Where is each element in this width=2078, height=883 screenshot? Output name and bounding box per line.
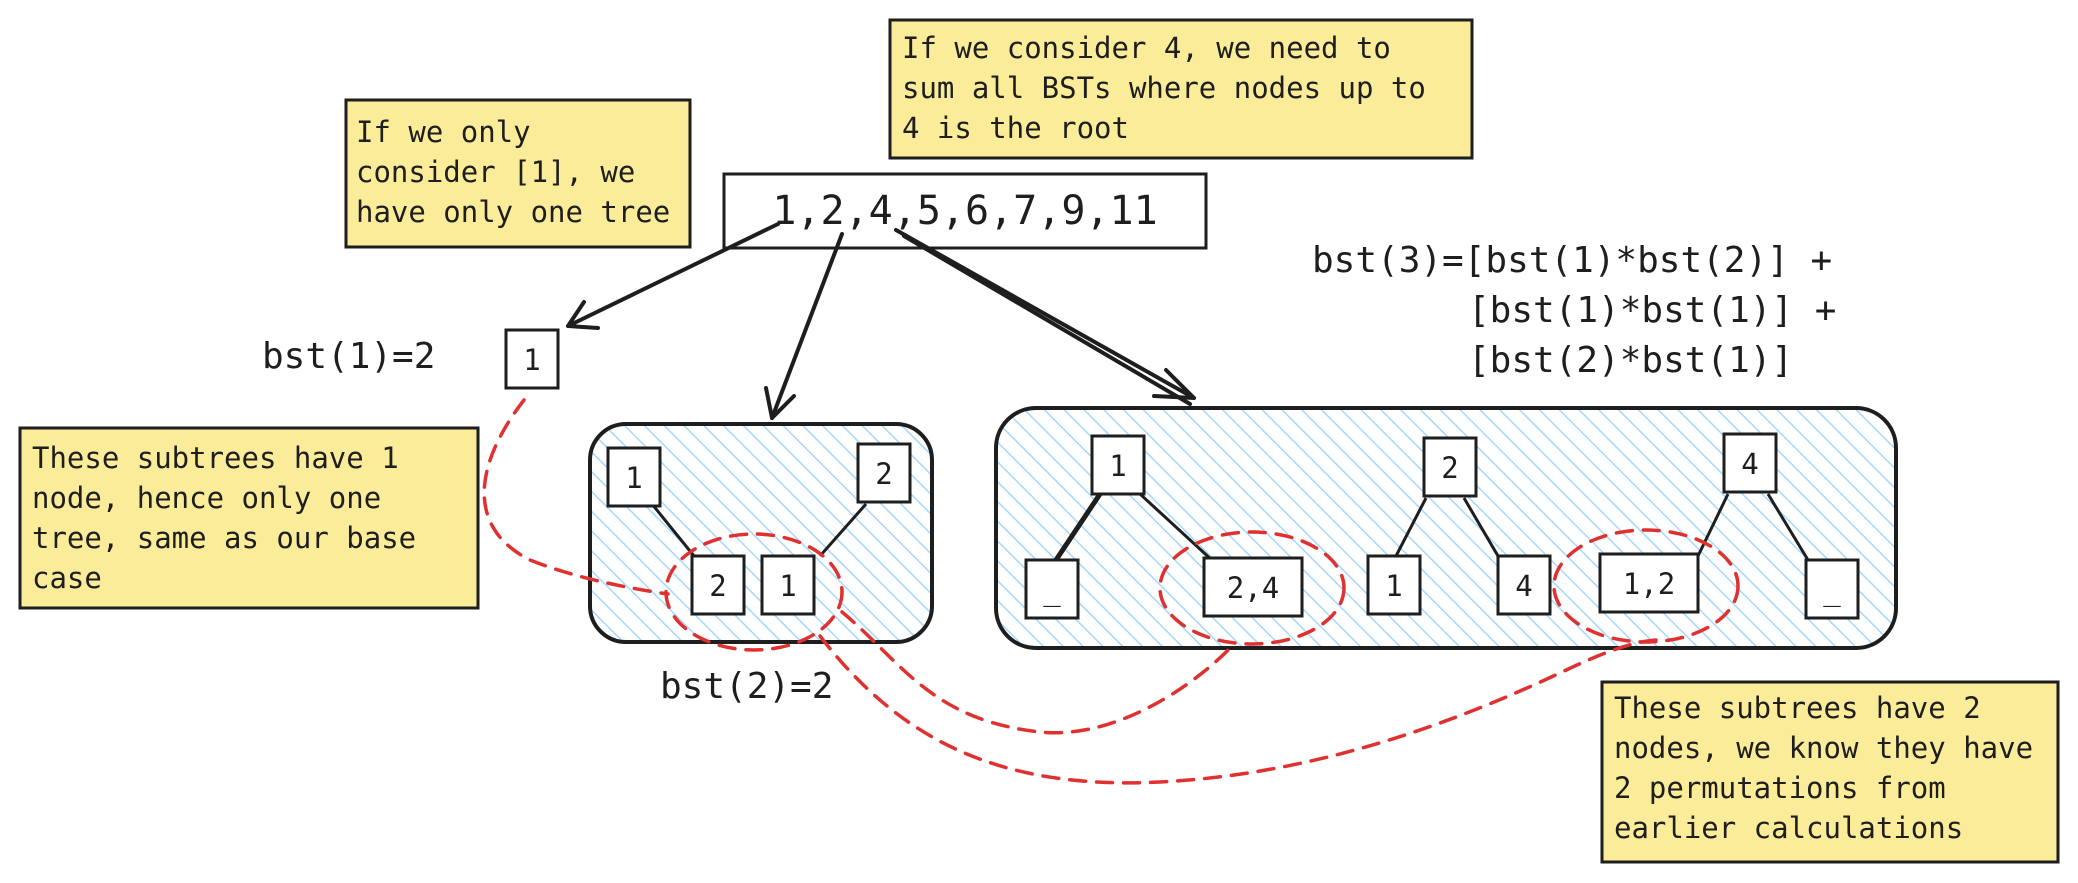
note-line: case: [32, 561, 102, 595]
note-line: If we consider 4, we need to: [902, 31, 1391, 65]
node-label: 1: [625, 461, 642, 495]
label-bst1: bst(1)=2: [262, 336, 435, 377]
node-t3-right: _: [1804, 558, 1860, 620]
sequence-box: 1,2,4,5,6,7,9,11: [722, 172, 1208, 250]
note-line: node, hence only one: [32, 481, 381, 515]
node-label: 1: [1109, 449, 1126, 483]
dashed-connector: [840, 610, 1234, 735]
label-bst3-line1: bst(3)=[bst(1)*bst(2)] +: [1312, 240, 1832, 281]
dashed-connector: [482, 398, 670, 596]
bst3-group: 1 _ 2,4 2 1 4: [994, 406, 1898, 650]
note-line: 4 is the root: [902, 111, 1129, 145]
node-label: 2: [875, 457, 892, 491]
node-label: 1: [1385, 569, 1402, 603]
arrow-to-single-node: [566, 222, 780, 330]
node-label: 1: [779, 569, 796, 603]
note-line: 2 permutations from: [1614, 771, 1946, 805]
note-consider-four: If we consider 4, we need to sum all BST…: [888, 18, 1474, 160]
node-t1-left: _: [1024, 558, 1080, 620]
node-label: 4: [1515, 569, 1532, 603]
dashed-connector: [818, 634, 1658, 785]
node-bst2-root-a: 1: [606, 446, 662, 508]
label-bst3-line3: [bst(2)*bst(1)]: [1468, 340, 1793, 381]
note-line: These subtrees have 2: [1614, 691, 1981, 725]
note-line: have only one tree: [356, 195, 670, 229]
note-line: These subtrees have 1: [32, 441, 399, 475]
label-bst2: bst(2)=2: [660, 666, 833, 707]
arrow-to-bst2-group: [764, 232, 844, 420]
node-label: 2: [1441, 451, 1458, 485]
note-one-node: These subtrees have 1 node, hence only o…: [18, 426, 480, 610]
note-line: If we only: [356, 115, 531, 149]
tree-root-2: 2 1 4: [1366, 436, 1552, 616]
node-t1-root: 1: [1090, 434, 1146, 496]
node-t2-right: 4: [1496, 554, 1552, 616]
node-label: 2,4: [1227, 571, 1279, 605]
node-single-root: 1: [504, 328, 560, 390]
node-label: _: [1823, 573, 1841, 608]
node-bst2-child-b: 1: [760, 554, 816, 616]
label-bst3-line2: [bst(1)*bst(1)] +: [1468, 290, 1836, 331]
highlight-ellipse: [1158, 530, 1346, 646]
note-line: earlier calculations: [1614, 811, 1963, 845]
node-label: 4: [1741, 447, 1758, 481]
node-label: 2: [709, 569, 726, 603]
node-bst2-child-a: 2: [690, 554, 746, 616]
node-t3-left: 1,2: [1598, 552, 1700, 614]
tree-root-1: 1 _ 2,4: [1024, 434, 1304, 620]
note-consider-one: If we only consider [1], we have only on…: [344, 98, 692, 249]
node-label: 1: [523, 343, 540, 377]
tree-root-4: 4 1,2 _: [1598, 432, 1860, 620]
dashed-annotations: [482, 398, 1740, 785]
node-t2-left: 1: [1366, 554, 1422, 616]
arrow-to-bst3-group: [894, 228, 1196, 406]
node-label: _: [1043, 573, 1061, 608]
node-t3-root: 4: [1722, 432, 1778, 494]
node-t2-root: 2: [1422, 436, 1478, 498]
note-two-nodes: These subtrees have 2 nodes, we know the…: [1600, 680, 2060, 864]
node-t1-right: 2,4: [1202, 556, 1304, 618]
node-bst2-root-b: 2: [856, 442, 912, 504]
note-line: consider [1], we: [356, 155, 635, 189]
sequence-text: 1,2,4,5,6,7,9,11: [772, 188, 1157, 234]
node-label: 1,2: [1623, 567, 1675, 601]
note-line: sum all BSTs where nodes up to: [902, 71, 1426, 105]
note-line: tree, same as our base: [32, 521, 416, 555]
note-line: nodes, we know they have: [1614, 731, 2033, 765]
